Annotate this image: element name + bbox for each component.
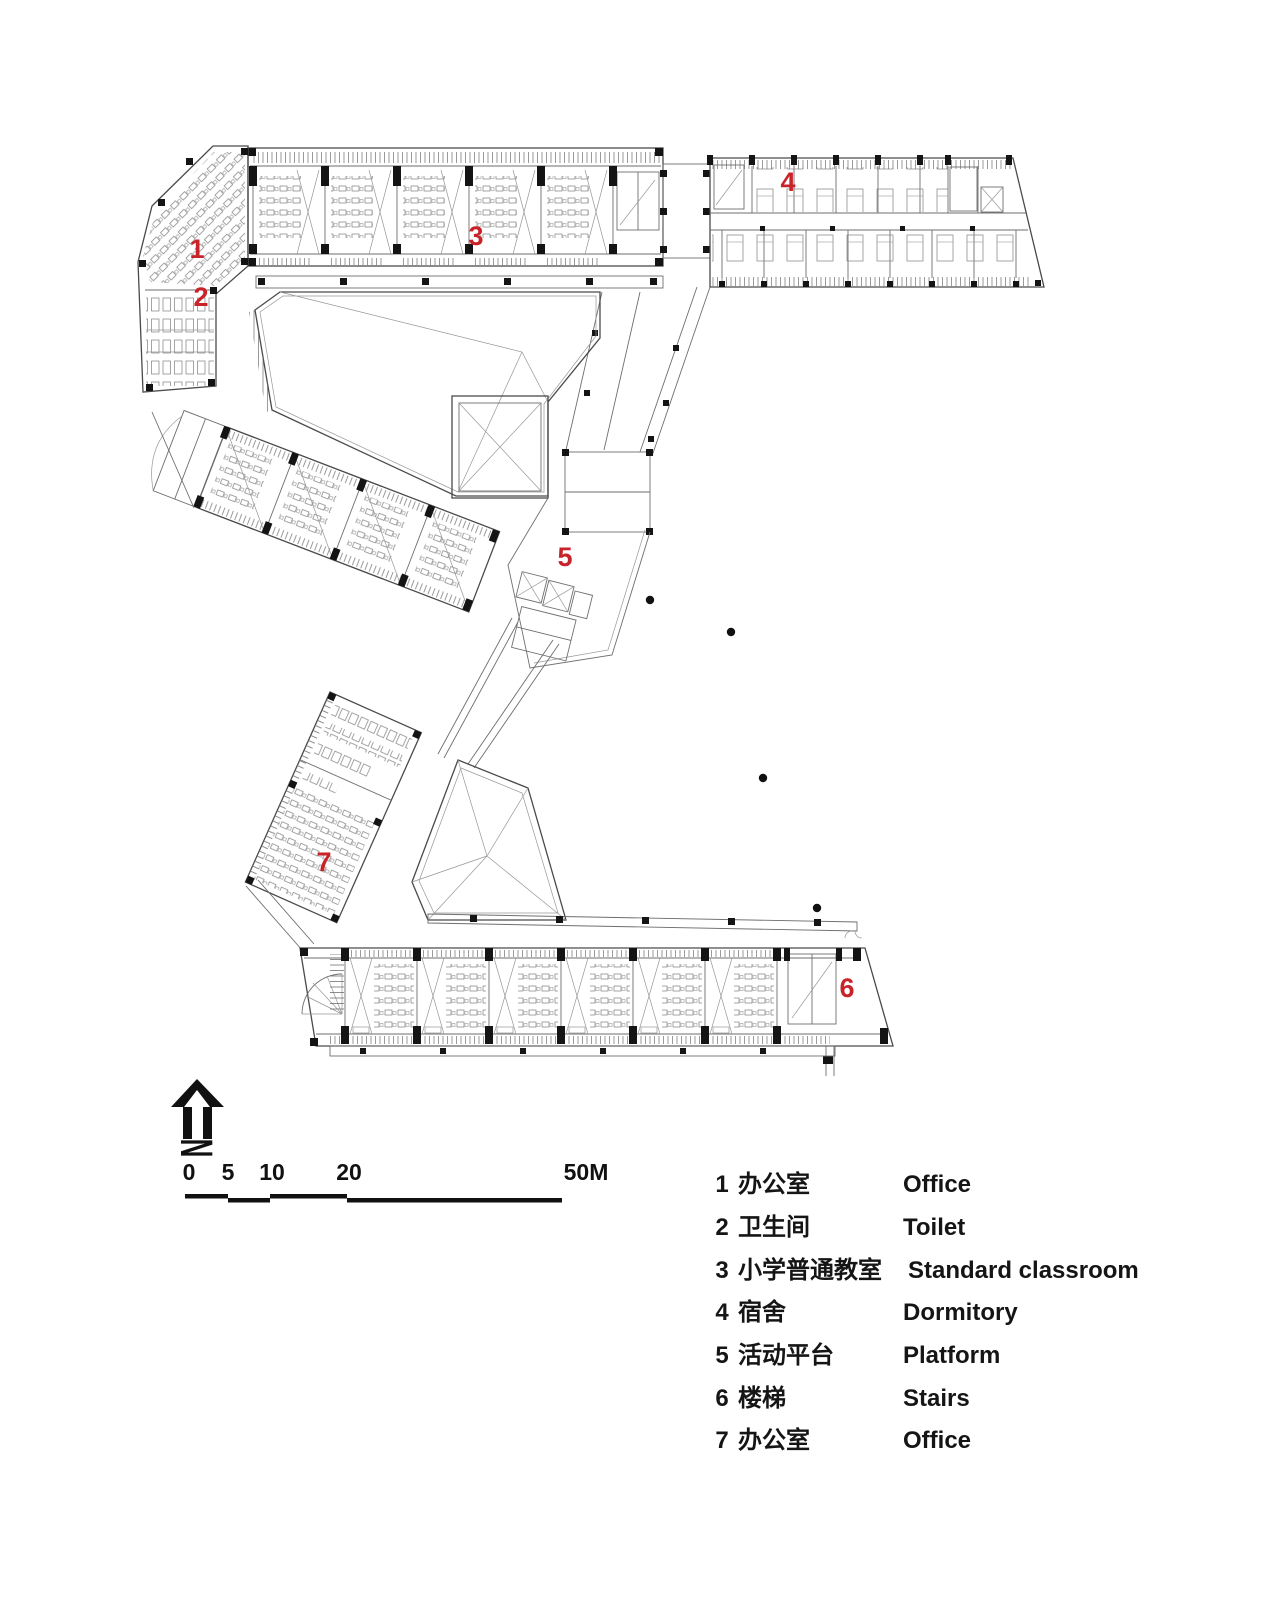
free-columns [645,595,822,913]
legend-en: Platform [903,1342,1000,1369]
legend-row: 1 办公室 Office [715,1170,971,1198]
legend-row: 4 宿舍 Dormitory [715,1298,1018,1326]
legend-zh: 办公室 [738,1426,810,1454]
dorm-stair-left [713,164,745,210]
connector-hall [660,163,711,259]
legend-zh: 小学普通教室 [738,1256,882,1284]
north-arrow: N [171,1079,224,1157]
scale-tick: 0 [183,1159,196,1185]
north-label: N [171,1139,223,1158]
legend-num: 5 [715,1342,728,1369]
legend-en: Stairs [903,1385,970,1412]
legend: 1 办公室 Office 2 卫生间 Toilet 3 小学普通教室 Stand… [715,1170,1138,1454]
north-arrow-icon [171,1079,224,1107]
marker-4: 4 [780,167,795,197]
link-corridors [565,286,711,457]
room-markers: 1 2 3 4 5 6 7 [189,167,854,1003]
legend-num: 3 [715,1257,728,1284]
courtyard-north [249,275,664,499]
legend-zh: 宿舍 [738,1298,787,1326]
marker-7: 7 [316,847,331,877]
legend-num: 1 [715,1171,728,1198]
dorm-stair-right [949,166,978,212]
bottom-classroom-wing [299,913,894,1076]
legend-zh: 卫生间 [738,1214,810,1241]
middle-classroom-wing [151,409,501,613]
legend-num: 2 [715,1214,728,1241]
platform-area [437,449,653,769]
legend-en: Dormitory [903,1299,1018,1326]
legend-en: Standard classroom [908,1257,1139,1284]
top-classroom-wing [247,147,664,267]
south-balcony [329,1045,836,1057]
skylight-south-pyramid [411,759,567,921]
dorm-elevator [980,186,1004,213]
marker-3: 3 [468,221,483,251]
legend-row: 7 办公室 Office [715,1426,971,1454]
spiral-stair [301,954,344,1015]
legend-zh: 活动平台 [738,1341,834,1369]
legend-num: 6 [715,1385,728,1412]
marker-5: 5 [557,542,572,572]
office-toilet-wing [137,145,249,393]
stair-6 [787,953,837,1025]
legend-row: 6 楼梯 Stairs [715,1384,969,1412]
legend-row: 5 活动平台 Platform [715,1341,1000,1369]
legend-row: 3 小学普通教室 Standard classroom [715,1256,1138,1284]
scale-tick: 10 [259,1159,285,1185]
legend-zh: 楼梯 [738,1384,786,1412]
marker-6: 6 [839,973,854,1003]
legend-en: Toilet [903,1214,965,1241]
scale-tick: 5 [222,1159,235,1185]
scale-tick: 50M [564,1159,609,1185]
platform-core [511,571,594,662]
marker-1: 1 [189,234,204,264]
legend-num: 7 [715,1427,728,1454]
legend-en: Office [903,1171,971,1198]
platform-grand-stair [562,449,653,535]
legend-en: Office [903,1427,971,1454]
scale-tick: 20 [336,1159,362,1185]
skylight-north [451,395,549,499]
legend-row: 2 卫生间 Toilet [715,1214,965,1241]
legend-num: 4 [715,1299,729,1326]
scale-bar-segments [185,1194,562,1203]
office-wing-south [244,691,423,951]
scale-bar: 0 5 10 20 50M [183,1159,609,1203]
top-wing-stair [616,171,660,231]
legend-zh: 办公室 [738,1170,810,1198]
marker-2: 2 [193,282,208,312]
dormitory-wing [707,155,1045,288]
